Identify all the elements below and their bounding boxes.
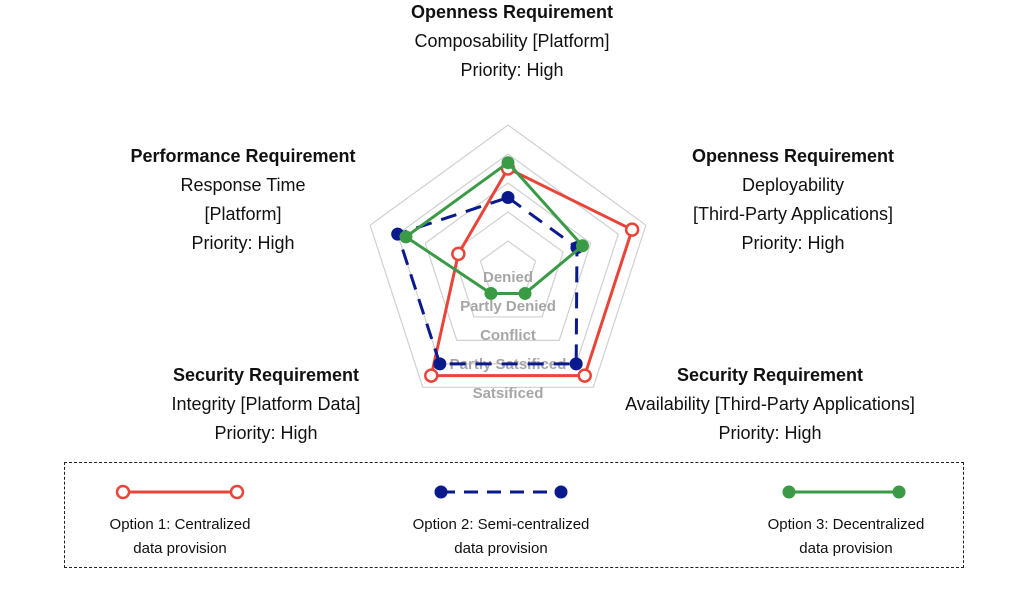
legend: Option 1: Centralized data provision Opt… — [64, 462, 964, 568]
legend-marker — [434, 485, 448, 499]
axis-line: Composability [Platform] — [414, 31, 610, 51]
legend-line: data provision — [133, 540, 227, 557]
axis-title: Performance Requirement — [130, 146, 356, 166]
legend-label-option-1: Option 1: Centralized data provision — [80, 513, 280, 561]
level-label: Partly Denied — [460, 298, 556, 315]
axis-line: Priority: High — [191, 233, 295, 253]
legend-line: Option 3: Decentralized — [767, 516, 925, 533]
axis-title: Security Requirement — [676, 365, 864, 385]
data-point-option-1 — [577, 368, 592, 383]
axis-label-deployability: Openness Requirement Deployability [Thir… — [638, 142, 948, 258]
axis-label-availability: Security Requirement Availability [Third… — [560, 361, 980, 448]
data-point-option-1 — [451, 246, 466, 262]
data-point-option-3 — [399, 230, 413, 244]
axis-line: [Platform] — [204, 204, 282, 224]
data-point-option-2 — [501, 191, 515, 204]
axis-line: Priority: High — [460, 60, 564, 80]
axis-line: Integrity [Platform Data] — [171, 394, 361, 414]
legend-label-option-2: Option 2: Semi-centralized data provisio… — [381, 513, 621, 561]
axis-title: Openness Requirement — [410, 2, 614, 22]
legend-label-option-3: Option 3: Decentralized data provision — [741, 513, 951, 561]
level-label: Satsificed — [473, 385, 544, 402]
grid-ring — [369, 124, 647, 388]
data-point-option-3 — [484, 286, 498, 300]
legend-line: data provision — [799, 540, 893, 557]
series-line-option-2 — [396, 196, 579, 366]
legend-marker — [892, 485, 906, 499]
axis-line: Priority: High — [741, 233, 845, 253]
data-point-option-2 — [569, 357, 583, 371]
legend-swatch-option-3 — [782, 485, 906, 499]
legend-swatch-option-1 — [115, 484, 245, 500]
axis-label-integrity: Security Requirement Integrity [Platform… — [116, 361, 416, 448]
axis-line: Priority: High — [214, 423, 318, 443]
legend-marker — [229, 484, 245, 500]
axis-line: Deployability — [741, 175, 845, 195]
data-point-option-2 — [433, 357, 447, 371]
level-label: Conflict — [480, 327, 536, 344]
legend-swatches — [115, 484, 906, 500]
axis-line: Priority: High — [718, 423, 822, 443]
legend-swatch-option-2 — [434, 485, 568, 499]
legend-line: data provision — [454, 540, 548, 557]
series-line-option-1 — [429, 167, 634, 378]
level-label: Denied — [483, 269, 533, 286]
axis-line: [Third-Party Applications] — [692, 204, 894, 224]
axis-title: Security Requirement — [172, 365, 360, 385]
radar-series — [391, 156, 640, 383]
data-point-option-3 — [575, 239, 589, 253]
legend-marker — [115, 484, 131, 500]
axis-line: Availability [Third-Party Applications] — [625, 394, 915, 414]
legend-line: Option 2: Semi-centralized — [412, 516, 590, 533]
data-point-option-1 — [424, 368, 439, 383]
series-line-option-3 — [404, 161, 584, 295]
legend-line: Option 1: Centralized — [109, 516, 251, 533]
axis-label-response-time: Performance Requirement Response Time [P… — [88, 142, 398, 258]
data-point-option-3 — [518, 286, 532, 300]
axis-label-composability: Openness Requirement Composability [Plat… — [362, 0, 662, 85]
axis-title: Openness Requirement — [691, 146, 895, 166]
data-point-option-1 — [624, 222, 640, 237]
legend-marker — [554, 485, 568, 499]
grid-ring — [424, 182, 592, 341]
data-point-option-3 — [501, 156, 515, 170]
axis-line: Response Time — [180, 175, 306, 195]
legend-marker — [782, 485, 796, 499]
